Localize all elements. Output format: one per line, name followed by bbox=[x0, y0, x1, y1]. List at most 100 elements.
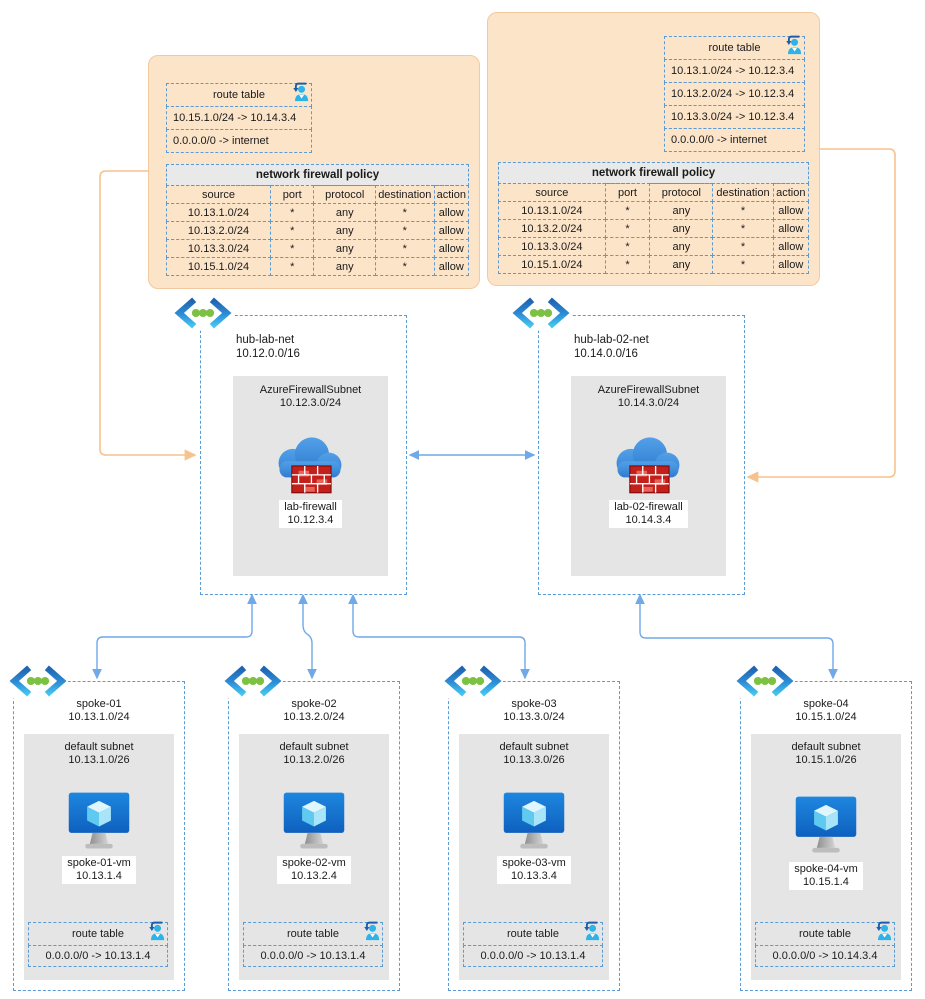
hub-vnet-2: hub-lab-02-net 10.14.0.0/16 AzureFirewal… bbox=[538, 315, 745, 595]
vnet-cidr: 10.13.3.0/24 bbox=[503, 711, 565, 723]
route-table-title: route table bbox=[72, 928, 124, 940]
policy-cell: * bbox=[712, 201, 774, 220]
policy-cell: 10.15.1.0/24 bbox=[498, 255, 606, 274]
policy-cell: action bbox=[433, 185, 469, 204]
vnet-label: spoke-04 10.15.1.0/24 bbox=[741, 698, 911, 724]
vm-name: spoke-02-vm bbox=[282, 857, 346, 869]
route-entry: 10.13.3.0/24 -> 10.12.3.4 bbox=[664, 105, 805, 129]
policy-cell: allow bbox=[433, 257, 469, 276]
vnet-label: spoke-02 10.13.2.0/24 bbox=[229, 698, 399, 724]
vnet-name: spoke-04 bbox=[803, 698, 849, 710]
hub-vnet-1: hub-lab-net 10.12.0.0/16 AzureFirewallSu… bbox=[200, 315, 407, 595]
virtual-network-icon bbox=[511, 295, 571, 331]
policy-cell: any bbox=[649, 219, 714, 238]
firewall-ip: 10.14.3.4 bbox=[625, 514, 672, 526]
virtual-machine-icon bbox=[281, 790, 347, 852]
subnet-name: default subnet bbox=[791, 741, 861, 753]
policy-cell: 10.13.1.0/24 bbox=[166, 203, 272, 222]
route-table-title: route table bbox=[708, 42, 761, 54]
vnet-cidr: 10.13.2.0/24 bbox=[283, 711, 345, 723]
route-table-header: route table bbox=[28, 922, 168, 946]
subnet-name: default subnet bbox=[279, 741, 349, 753]
policy-cell: port bbox=[604, 183, 651, 202]
policy-row: 10.13.1.0/24*any*allow bbox=[166, 203, 469, 222]
policy-cell: * bbox=[270, 239, 315, 258]
spoke-route-table: route table 0.0.0.0/0 -> 10.13.1.4 bbox=[28, 922, 168, 967]
route-entry: 10.15.1.0/24 -> 10.14.3.4 bbox=[166, 106, 312, 130]
vm-ip: 10.13.2.4 bbox=[291, 870, 337, 882]
policy-cell: allow bbox=[433, 203, 469, 222]
vnet-cidr: 10.13.1.0/24 bbox=[68, 711, 130, 723]
virtual-network-icon bbox=[443, 663, 503, 699]
policy-cell: * bbox=[375, 257, 435, 276]
subnet-cidr: 10.13.3.0/26 bbox=[503, 754, 565, 766]
policy-cell: * bbox=[270, 221, 315, 240]
spoke-route-table: route table 0.0.0.0/0 -> 10.13.1.4 bbox=[463, 922, 603, 967]
firewall-label: lab-firewall 10.12.3.4 bbox=[233, 500, 388, 528]
policy-cell: * bbox=[604, 255, 651, 274]
policy-cell: source bbox=[166, 185, 272, 204]
route-table-user-icon bbox=[871, 920, 892, 941]
route-entry: 0.0.0.0/0 -> 10.13.1.4 bbox=[463, 945, 603, 967]
route-table-title: route table bbox=[287, 928, 339, 940]
policy-cell: 10.13.2.0/24 bbox=[166, 221, 272, 240]
route-entry: 0.0.0.0/0 -> internet bbox=[166, 129, 312, 153]
subnet-name: AzureFirewallSubnet bbox=[259, 384, 362, 396]
default-subnet: default subnet 10.13.1.0/26 spoke-01-vm … bbox=[24, 734, 174, 980]
route-entry: 0.0.0.0/0 -> 10.14.3.4 bbox=[755, 945, 895, 967]
vnet-label: hub-lab-02-net 10.14.0.0/16 bbox=[574, 333, 649, 361]
policy-cell: any bbox=[649, 201, 714, 220]
subnet-name: AzureFirewallSubnet bbox=[597, 384, 700, 396]
policy-cell: any bbox=[313, 203, 377, 222]
subnet-label: AzureFirewallSubnet 10.12.3.0/24 bbox=[233, 376, 388, 410]
route-table-user-icon bbox=[288, 81, 309, 102]
policy-row: 10.13.2.0/24*any*allow bbox=[498, 219, 809, 238]
policy-cell: any bbox=[313, 257, 377, 276]
spoke-vnet-1: spoke-01 10.13.1.0/24 default subnet 10.… bbox=[13, 681, 185, 991]
azure-firewall-icon bbox=[270, 434, 350, 498]
route-table-header: route table bbox=[463, 922, 603, 946]
policy-cell: * bbox=[712, 237, 774, 256]
route-table-title: route table bbox=[507, 928, 559, 940]
subnet-label: default subnet 10.13.1.0/26 bbox=[24, 734, 174, 767]
policy-cell: any bbox=[313, 221, 377, 240]
vm-label: spoke-04-vm 10.15.1.4 bbox=[751, 862, 901, 890]
subnet-label: default subnet 10.15.1.0/26 bbox=[751, 734, 901, 767]
policy-cell: 10.13.1.0/24 bbox=[498, 201, 606, 220]
policy-cell: 10.13.3.0/24 bbox=[498, 237, 606, 256]
virtual-machine-icon bbox=[66, 790, 132, 852]
firewall-ip: 10.12.3.4 bbox=[287, 514, 334, 526]
policy-row: 10.13.2.0/24*any*allow bbox=[166, 221, 469, 240]
policy-cell: * bbox=[604, 201, 651, 220]
firewall-name: lab-firewall bbox=[284, 501, 337, 513]
vm-ip: 10.13.1.4 bbox=[76, 870, 122, 882]
vm-label: spoke-01-vm 10.13.1.4 bbox=[24, 856, 174, 884]
route-table-header: route table bbox=[664, 36, 805, 60]
policy-cell: allow bbox=[433, 239, 469, 258]
policy-cell: protocol bbox=[649, 183, 714, 202]
virtual-network-icon bbox=[173, 295, 233, 331]
policy-cell: * bbox=[604, 237, 651, 256]
spoke-vnet-2: spoke-02 10.13.2.0/24 default subnet 10.… bbox=[228, 681, 400, 991]
route-table-user-icon bbox=[781, 34, 802, 55]
vnet-label: spoke-03 10.13.3.0/24 bbox=[449, 698, 619, 724]
spoke-vnet-3: spoke-03 10.13.3.0/24 default subnet 10.… bbox=[448, 681, 620, 991]
policy-cell: * bbox=[270, 203, 315, 222]
policy-cell: action bbox=[772, 183, 809, 202]
firewall-subnet-1: AzureFirewallSubnet 10.12.3.0/24 lab-fir… bbox=[233, 376, 388, 576]
policy-cell: allow bbox=[772, 255, 809, 274]
route-entry: 10.13.2.0/24 -> 10.12.3.4 bbox=[664, 82, 805, 106]
policy-cell: allow bbox=[772, 201, 809, 220]
virtual-machine-icon bbox=[793, 794, 859, 856]
route-table-title: route table bbox=[799, 928, 851, 940]
policy-cell: * bbox=[270, 257, 315, 276]
route-table-header: route table bbox=[755, 922, 895, 946]
subnet-cidr: 10.14.3.0/24 bbox=[617, 397, 680, 409]
